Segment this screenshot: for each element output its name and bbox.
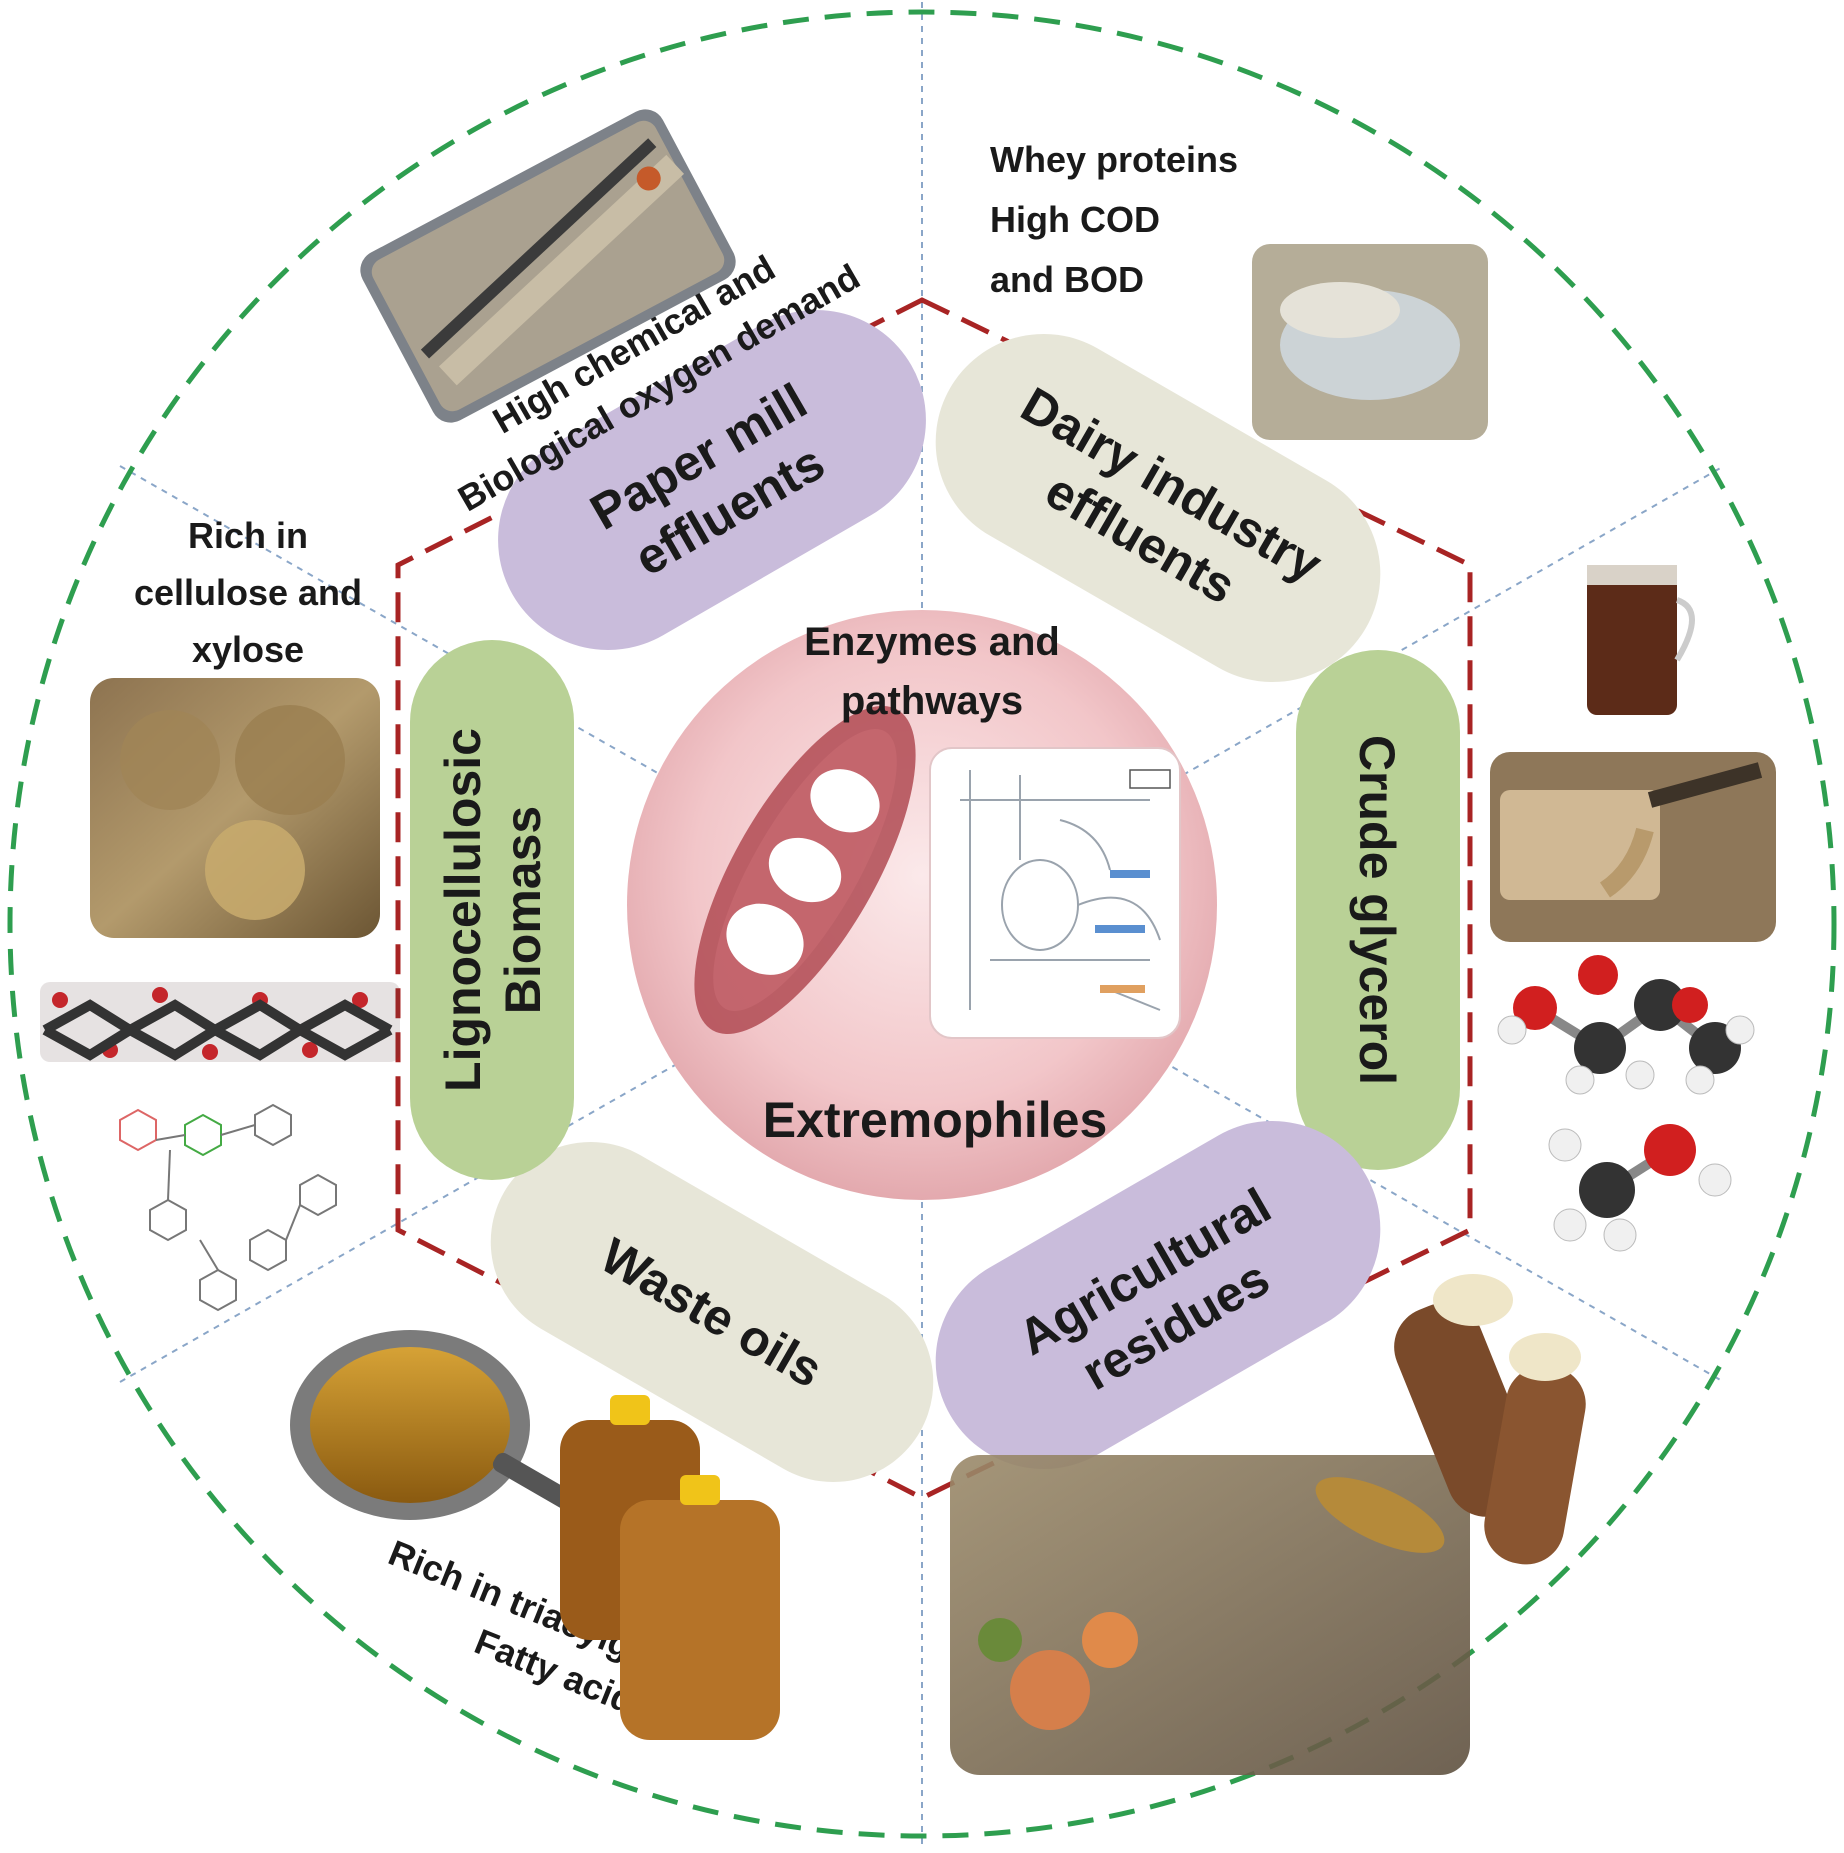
pill-lignocellulosic: Lignocellulosic Biomass — [410, 640, 574, 1180]
lignin-structure-icon — [119, 1103, 337, 1312]
center-disc: Enzymes and pathways Extremophiles — [627, 610, 1217, 1200]
cellulose-chain-icon — [40, 982, 400, 1062]
pill-paper-mill: Paper mill effluents — [498, 310, 926, 650]
note-ligno: Rich in cellulose and xylose — [134, 515, 362, 670]
pill-ligno-line1: Lignocellulosic — [435, 728, 491, 1092]
dairy-effluent-photo — [1252, 244, 1488, 440]
note-dairy-line1: Whey proteins — [990, 139, 1238, 180]
waste-oil-pan-photo — [290, 1330, 593, 1520]
note-dairy-line3: and BOD — [990, 259, 1144, 300]
note-ligno-line2: cellulose and — [134, 572, 362, 613]
note-dairy: Whey proteins High COD and BOD — [990, 139, 1238, 300]
cassava-roots-photo — [1394, 1274, 1586, 1565]
bacterium-icon — [694, 706, 916, 1034]
straw-bales-photo — [90, 678, 380, 938]
glycerol-jar-photo — [1587, 565, 1695, 715]
note-dairy-line2: High COD — [990, 199, 1160, 240]
pill-waste-oils: Waste oils — [490, 1142, 934, 1482]
methanol-molecule-icon — [1548, 1124, 1732, 1252]
glycerol-pour-photo — [1490, 752, 1776, 942]
pathway-map-icon — [929, 747, 1181, 1039]
divider-diagonal-a — [119, 465, 1725, 1383]
pill-agricultural: Agricultural residues — [935, 1121, 1381, 1469]
paper-mill-photo — [360, 109, 736, 423]
note-ligno-line3: xylose — [192, 629, 304, 670]
pill-crude-glycerol: Crude glycerol — [1296, 650, 1460, 1170]
note-ligno-line1: Rich in — [188, 515, 308, 556]
center-title: Extremophiles — [763, 1092, 1108, 1148]
sector-dividers — [119, 2, 1725, 1846]
outer-dashed-ring — [7, 9, 1837, 1839]
pill-crude-line1: Crude glycerol — [1349, 735, 1405, 1085]
pill-ligno-line2: Biomass — [495, 806, 551, 1014]
agricultural-residues-photo — [950, 1455, 1470, 1775]
glycerol-molecule-icon — [1497, 955, 1755, 1095]
oil-bottles-photo — [560, 1395, 780, 1740]
center-label-line1: Enzymes and — [804, 620, 1060, 664]
hexagon-frame — [395, 297, 1473, 1501]
divider-diagonal-b — [119, 465, 1725, 1383]
center-label-line2: pathways — [841, 679, 1023, 723]
